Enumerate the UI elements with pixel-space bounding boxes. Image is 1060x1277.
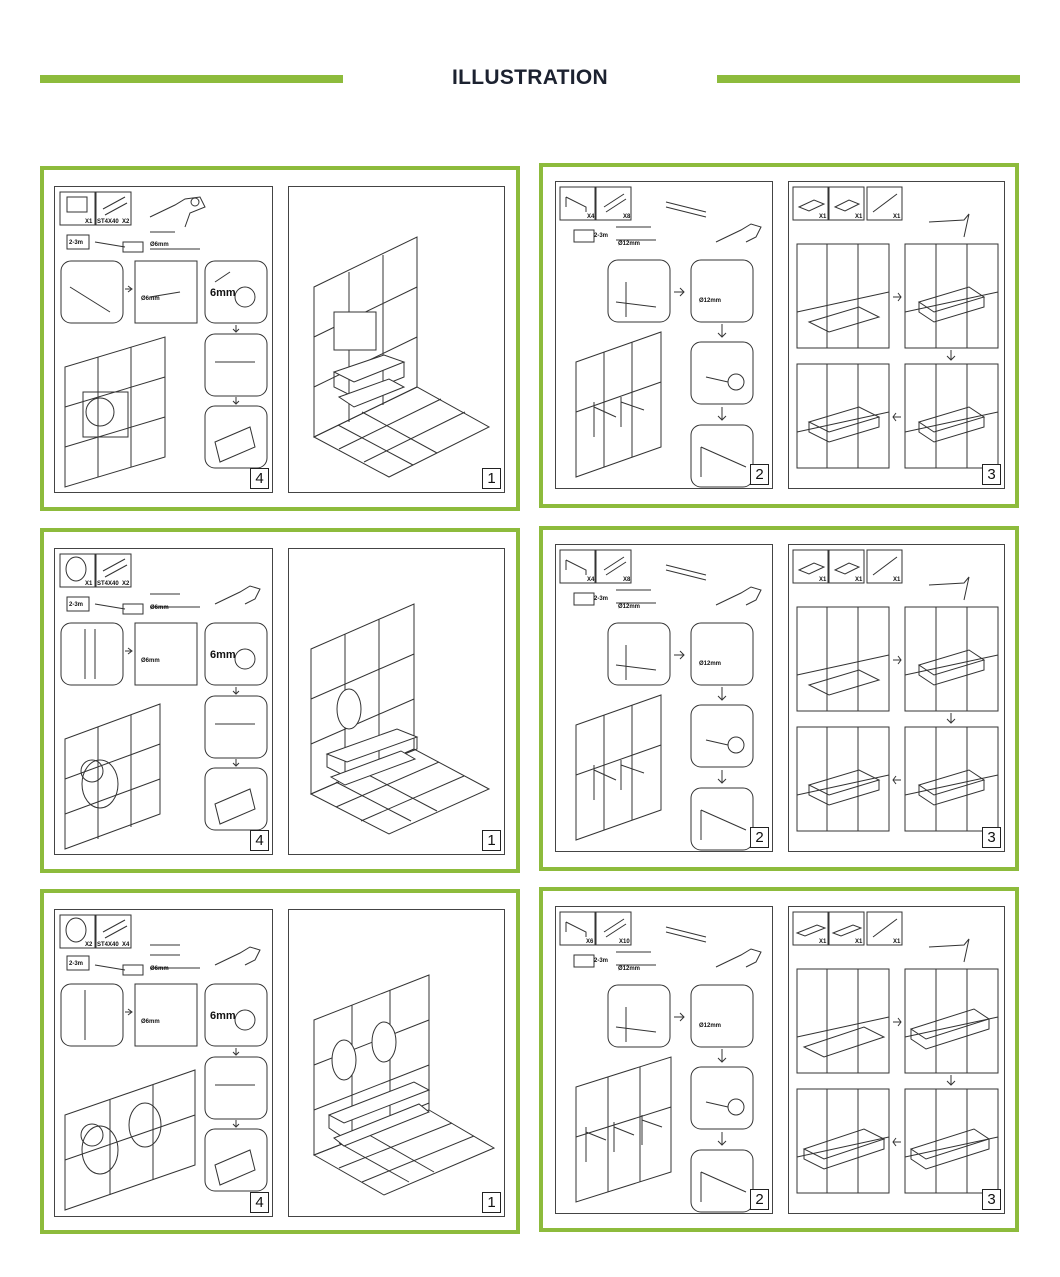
mirror-result-drawing	[309, 603, 491, 835]
svg-text:X6: X6	[586, 939, 594, 945]
step-number: 3	[982, 827, 1001, 848]
svg-text:ST4X40: ST4X40	[97, 942, 119, 948]
svg-text:2-3m: 2-3m	[69, 240, 83, 246]
svg-text:Ø6mm: Ø6mm	[150, 605, 169, 611]
svg-text:X4: X4	[122, 942, 130, 948]
svg-text:X1: X1	[819, 939, 827, 945]
bracket-step-panel: X4 X8 2-3m Ø12mm Ø12mm 2	[555, 181, 773, 489]
mirror-step-panel: X1 ST4X40 X2 2-3m Ø6mm Ø6mm 6mm 4	[54, 548, 273, 855]
mirror-result-drawing	[312, 236, 491, 478]
svg-text:X1: X1	[893, 939, 901, 945]
step-number: 3	[982, 464, 1001, 485]
bracket-step-drawing: X6 X10 2-3m Ø12mm Ø12mm	[559, 911, 762, 1213]
header-bar-left	[40, 75, 343, 83]
basin-step-drawing: X1 X1 X1	[792, 186, 999, 469]
step-number: 2	[750, 1189, 769, 1210]
svg-text:Ø6mm: Ø6mm	[150, 966, 169, 972]
svg-text:6mm: 6mm	[210, 649, 236, 661]
step-number: 3	[982, 1189, 1001, 1210]
bracket-step-drawing: X4 X8 2-3m Ø12mm Ø12mm	[559, 549, 762, 851]
bracket-step-drawing: X4 X8 2-3m Ø12mm Ø12mm	[559, 186, 762, 488]
svg-text:X10: X10	[619, 939, 630, 945]
step-number: 4	[250, 830, 269, 851]
svg-text:X1: X1	[819, 577, 827, 583]
svg-text:ST4X40: ST4X40	[97, 581, 119, 587]
svg-text:X4: X4	[587, 577, 595, 583]
svg-text:X2: X2	[122, 581, 130, 587]
mirror-result-drawing	[312, 974, 496, 1196]
basin-step-panel: X1 X1 X1 3	[788, 181, 1005, 489]
svg-text:X8: X8	[623, 214, 631, 220]
mirror-step-panel: X2 ST4X40 X4 2-3m Ø6mm Ø6mm 6mm 4	[54, 909, 273, 1217]
svg-text:Ø12mm: Ø12mm	[618, 966, 640, 972]
mirror-result-panel: 1	[288, 186, 505, 493]
svg-text:2-3m: 2-3m	[69, 602, 83, 608]
svg-text:X2: X2	[122, 219, 130, 225]
svg-text:2-3m: 2-3m	[594, 958, 608, 964]
basin-step-panel: X1 X1 X1 3	[788, 906, 1005, 1214]
svg-text:6mm: 6mm	[210, 287, 236, 299]
svg-text:Ø12mm: Ø12mm	[699, 661, 721, 667]
basin-step-drawing: X1 X1 X1	[792, 911, 999, 1194]
svg-text:X1: X1	[819, 214, 827, 220]
svg-text:X1: X1	[893, 214, 901, 220]
svg-text:Ø12mm: Ø12mm	[699, 1023, 721, 1029]
step-number: 1	[482, 468, 501, 489]
svg-text:Ø12mm: Ø12mm	[618, 241, 640, 247]
basin-step-drawing: X1 X1 X1	[792, 549, 999, 832]
svg-text:Ø6mm: Ø6mm	[141, 658, 160, 664]
svg-text:Ø6mm: Ø6mm	[141, 1019, 160, 1025]
svg-text:2-3m: 2-3m	[69, 961, 83, 967]
header-bar-right	[717, 75, 1020, 83]
svg-text:X1: X1	[855, 939, 863, 945]
svg-text:Ø6mm: Ø6mm	[141, 296, 160, 302]
basin-step-panel: X1 X1 X1 3	[788, 544, 1005, 852]
mirror-step-panel: X1 ST4X40 X2 2-3m Ø6mm Ø6mm 6mm 4	[54, 186, 273, 493]
bracket-step-panel: X6 X10 2-3m Ø12mm Ø12mm 2	[555, 906, 773, 1214]
svg-text:X8: X8	[623, 577, 631, 583]
svg-text:6mm: 6mm	[210, 1010, 236, 1022]
svg-text:ST4X40: ST4X40	[97, 219, 119, 225]
svg-text:2-3m: 2-3m	[594, 233, 608, 239]
svg-text:X1: X1	[893, 577, 901, 583]
step-number: 1	[482, 830, 501, 851]
step-number: 4	[250, 1192, 269, 1213]
mirror-step-drawing: X1 ST4X40 X2 2-3m Ø6mm Ø6mm 6mm	[59, 553, 268, 850]
svg-text:X1: X1	[85, 581, 93, 587]
step-number: 1	[482, 1192, 501, 1213]
svg-text:2-3m: 2-3m	[594, 596, 608, 602]
step-number: 2	[750, 464, 769, 485]
page-title: ILLUSTRATION	[451, 66, 609, 89]
svg-text:Ø12mm: Ø12mm	[699, 298, 721, 304]
svg-text:X1: X1	[855, 214, 863, 220]
mirror-step-drawing: X2 ST4X40 X4 2-3m Ø6mm Ø6mm 6mm	[59, 914, 268, 1211]
svg-text:X1: X1	[855, 577, 863, 583]
svg-text:X1: X1	[85, 219, 93, 225]
bracket-step-panel: X4 X8 2-3m Ø12mm Ø12mm 2	[555, 544, 773, 852]
svg-text:X2: X2	[85, 942, 93, 948]
mirror-result-panel: 1	[288, 548, 505, 855]
svg-text:X4: X4	[587, 214, 595, 220]
step-number: 2	[750, 827, 769, 848]
mirror-step-drawing: X1 ST4X40 X2 2-3m Ø6mm Ø6mm 6mm	[59, 191, 268, 488]
svg-text:Ø6mm: Ø6mm	[150, 242, 169, 248]
mirror-result-panel: 1	[288, 909, 505, 1217]
step-number: 4	[250, 468, 269, 489]
svg-text:Ø12mm: Ø12mm	[618, 604, 640, 610]
